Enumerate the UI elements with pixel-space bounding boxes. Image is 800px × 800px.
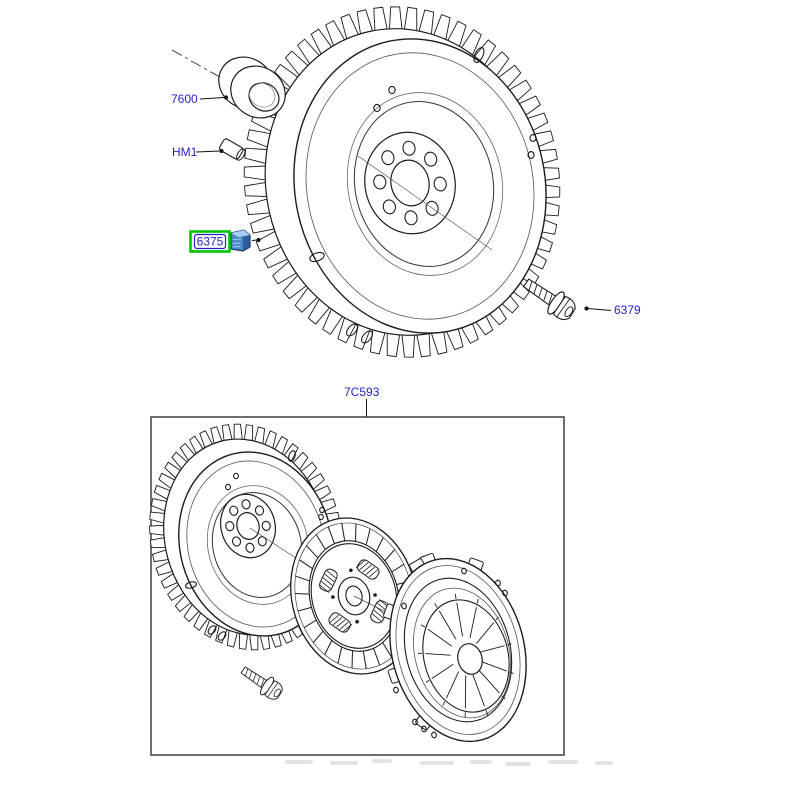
leader-dot-hm1	[219, 149, 223, 153]
leader-dot-6379	[584, 306, 588, 310]
leader-line-7600	[200, 98, 224, 100]
faint-artifact	[505, 762, 531, 766]
leader-line-6379	[588, 309, 611, 311]
gear-tooth	[245, 148, 267, 163]
clutch-kit-box-group	[142, 417, 564, 757]
leader-dot-7600	[224, 95, 228, 99]
faint-artifact	[470, 760, 492, 764]
part-label-7600[interactable]: 7600	[171, 92, 198, 106]
disc-rivet	[373, 593, 377, 597]
gear-tooth	[419, 10, 434, 34]
part-label-6379[interactable]: 6379	[614, 303, 641, 317]
leader-dot-6375	[256, 238, 260, 242]
gear-tooth	[387, 333, 399, 356]
gear-tooth	[390, 7, 403, 29]
gear-tooth	[247, 130, 270, 147]
faint-artifact	[595, 761, 613, 765]
faint-artifact-row	[285, 759, 613, 766]
flange-bolt-drawing	[519, 272, 580, 325]
faint-artifact	[420, 761, 454, 765]
faint-artifact	[285, 760, 313, 764]
gear-tooth	[244, 425, 252, 441]
part-stripe	[233, 243, 241, 244]
gear-tooth	[247, 199, 270, 215]
gear-tooth	[431, 330, 447, 354]
gear-tooth	[234, 424, 242, 439]
pin-body	[218, 138, 244, 160]
leader-line-6375	[252, 240, 257, 241]
kit-label-7c593[interactable]: 7C593	[344, 385, 380, 399]
leader-line-hm1	[196, 151, 220, 152]
flywheel-drawing	[237, 3, 573, 361]
faint-artifact	[372, 759, 392, 763]
part-label-6375[interactable]: 6375	[197, 235, 224, 249]
gear-tooth	[250, 635, 258, 650]
gear-tooth	[404, 7, 416, 30]
highlighted-part-drawing	[231, 230, 250, 251]
gear-tooth	[402, 335, 415, 357]
disc-rivet	[355, 620, 359, 624]
gear-tooth	[245, 183, 267, 197]
faint-artifact	[330, 761, 358, 765]
gear-tooth	[357, 10, 373, 34]
top-assembly	[172, 3, 579, 361]
part-stripe	[233, 247, 240, 248]
disc-rivet	[349, 569, 353, 573]
gear-tooth	[239, 633, 247, 649]
part-label-hm1[interactable]: HM1	[172, 145, 198, 159]
gear-tooth	[417, 334, 430, 357]
gear-tooth	[150, 525, 164, 535]
faint-artifact	[548, 760, 578, 764]
part-side-facet	[243, 235, 250, 251]
gear-tooth	[244, 166, 265, 180]
gear-tooth	[374, 7, 387, 30]
disc-segment-line	[295, 593, 309, 594]
part-stripe	[233, 239, 241, 240]
disc-rivet	[331, 595, 335, 599]
